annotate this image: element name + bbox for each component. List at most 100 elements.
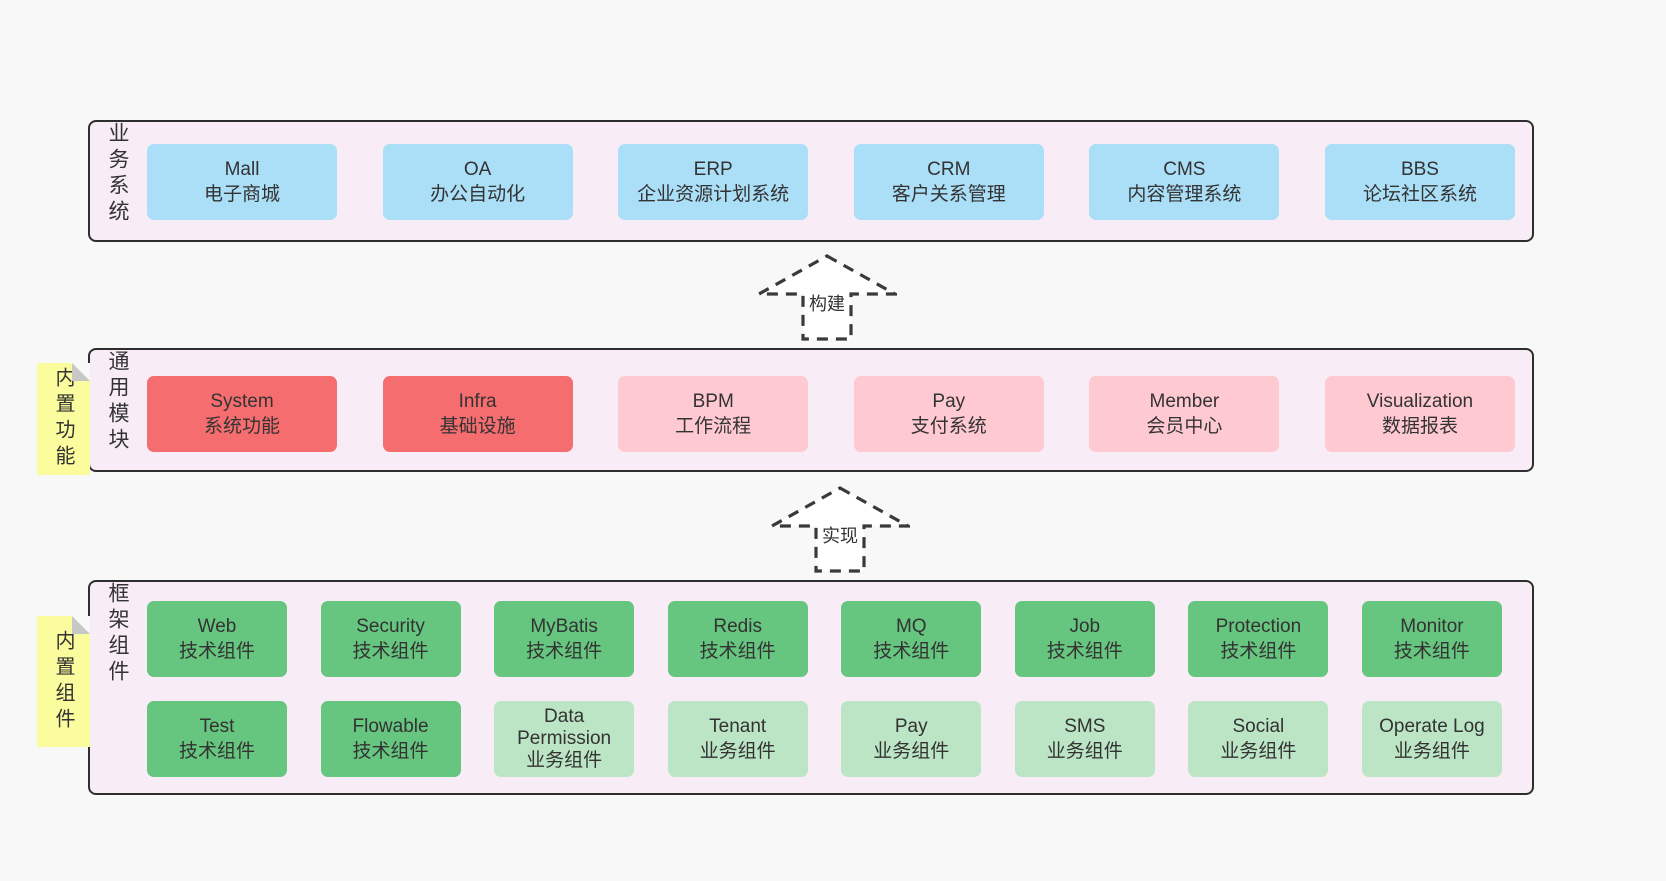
box-tenant-subtitle: 业务组件 — [699, 741, 776, 762]
implement-arrow-label: 实现 — [819, 522, 861, 548]
box-pay-module: Pay 支付系统 — [853, 376, 1044, 452]
box-cms-title: CMS — [1163, 158, 1206, 180]
box-bpm-title: BPM — [692, 390, 734, 412]
box-operate-log: Operate Log 业务组件 — [1361, 701, 1502, 777]
box-mq-title: MQ — [895, 615, 927, 637]
box-crm-title: CRM — [927, 158, 971, 180]
box-redis: Redis 技术组件 — [667, 601, 808, 677]
framework-components-label: 框架组件 — [106, 582, 129, 686]
box-system-title: System — [210, 390, 274, 412]
box-social-subtitle: 业务组件 — [1220, 741, 1297, 762]
builtin-features-tab: 内置功能 — [37, 363, 90, 475]
box-erp: ERP 企业资源计划系统 — [618, 144, 809, 220]
business-systems-panel: 业务系统 Mall 电子商城 OA 办公自动化 ERP 企业资源计划系统 CRM… — [88, 120, 1534, 242]
build-arrow: 构建 — [757, 254, 897, 342]
box-data-permission: Data Permission 业务组件 — [494, 701, 635, 777]
builtin-features-tab-label: 内置功能 — [52, 367, 74, 471]
box-data-permission-subtitle: 业务组件 — [526, 750, 603, 772]
box-tenant-title: Tenant — [709, 715, 767, 737]
box-mybatis: MyBatis 技术组件 — [494, 601, 635, 677]
build-arrow-label: 构建 — [806, 290, 848, 316]
common-modules-label: 通用模块 — [106, 350, 129, 454]
box-test-title: Test — [199, 715, 235, 737]
box-mall: Mall 电子商城 — [147, 144, 337, 220]
box-job-title: Job — [1069, 615, 1101, 637]
box-pay-component-subtitle: 业务组件 — [873, 741, 950, 762]
box-erp-subtitle: 企业资源计划系统 — [637, 184, 790, 205]
business-systems-label: 业务系统 — [106, 122, 129, 226]
common-modules-row: System 系统功能 Infra 基础设施 BPM 工作流程 Pay 支付系统… — [147, 376, 1515, 452]
box-security-subtitle: 技术组件 — [352, 641, 429, 662]
box-mybatis-title: MyBatis — [530, 615, 598, 637]
box-cms-subtitle: 内容管理系统 — [1127, 184, 1242, 205]
box-pay-module-title: Pay — [932, 390, 966, 412]
box-operate-log-subtitle: 业务组件 — [1393, 741, 1470, 762]
box-system: System 系统功能 — [147, 376, 337, 452]
box-pay-component-title: Pay — [894, 715, 928, 737]
box-mybatis-subtitle: 技术组件 — [526, 641, 603, 662]
box-redis-title: Redis — [713, 615, 762, 637]
box-social: Social 业务组件 — [1188, 701, 1329, 777]
box-mq: MQ 技术组件 — [841, 601, 982, 677]
builtin-components-tab-label: 内置组件 — [52, 629, 74, 734]
box-sms-title: SMS — [1064, 715, 1106, 737]
box-job-subtitle: 技术组件 — [1046, 641, 1123, 662]
framework-row-2: Test 技术组件 Flowable 技术组件 Data Permission … — [147, 701, 1502, 777]
box-sms: SMS 业务组件 — [1014, 701, 1155, 777]
box-mall-title: Mall — [224, 158, 260, 180]
box-sms-subtitle: 业务组件 — [1046, 741, 1123, 762]
box-member-title: Member — [1149, 390, 1220, 412]
box-test-subtitle: 技术组件 — [178, 741, 255, 762]
box-redis-subtitle: 技术组件 — [699, 641, 776, 662]
box-operate-log-title: Operate Log — [1379, 715, 1485, 737]
box-protection-title: Protection — [1215, 615, 1302, 637]
box-cms: CMS 内容管理系统 — [1089, 144, 1280, 220]
box-system-subtitle: 系统功能 — [203, 416, 280, 437]
box-security-title: Security — [356, 615, 425, 637]
box-infra-title: Infra — [458, 390, 497, 412]
implement-arrow: 实现 — [770, 486, 910, 574]
box-flowable-title: Flowable — [352, 715, 429, 737]
box-pay-component: Pay 业务组件 — [841, 701, 982, 777]
box-oa: OA 办公自动化 — [382, 144, 573, 220]
box-bpm: BPM 工作流程 — [618, 376, 809, 452]
box-bbs-title: BBS — [1400, 158, 1439, 180]
box-infra: Infra 基础设施 — [382, 376, 573, 452]
box-social-title: Social — [1232, 715, 1285, 737]
business-systems-row: Mall 电子商城 OA 办公自动化 ERP 企业资源计划系统 CRM 客户关系… — [147, 144, 1515, 220]
framework-row-1: Web 技术组件 Security 技术组件 MyBatis 技术组件 Redi… — [147, 601, 1502, 677]
box-pay-module-subtitle: 支付系统 — [910, 416, 987, 437]
box-web: Web 技术组件 — [147, 601, 287, 677]
box-member: Member 会员中心 — [1089, 376, 1280, 452]
box-monitor-title: Monitor — [1400, 615, 1464, 637]
box-oa-title: OA — [463, 158, 492, 180]
box-infra-subtitle: 基础设施 — [439, 416, 516, 437]
box-monitor: Monitor 技术组件 — [1361, 601, 1502, 677]
box-bbs: BBS 论坛社区系统 — [1324, 144, 1515, 220]
box-erp-title: ERP — [693, 158, 733, 180]
box-member-subtitle: 会员中心 — [1146, 416, 1223, 437]
box-mall-subtitle: 电子商城 — [203, 184, 280, 205]
box-data-permission-title: Data Permission — [517, 705, 612, 749]
box-crm: CRM 客户关系管理 — [853, 144, 1044, 220]
box-bbs-subtitle: 论坛社区系统 — [1362, 184, 1477, 205]
builtin-components-tab: 内置组件 — [37, 616, 90, 747]
box-mq-subtitle: 技术组件 — [873, 641, 950, 662]
box-crm-subtitle: 客户关系管理 — [891, 184, 1006, 205]
box-flowable: Flowable 技术组件 — [320, 701, 461, 777]
box-monitor-subtitle: 技术组件 — [1393, 641, 1470, 662]
box-visualization: Visualization 数据报表 — [1324, 376, 1515, 452]
box-visualization-title: Visualization — [1366, 390, 1474, 412]
common-modules-panel: 通用模块 System 系统功能 Infra 基础设施 BPM 工作流程 Pay… — [88, 348, 1534, 472]
box-bpm-subtitle: 工作流程 — [675, 416, 752, 437]
box-protection: Protection 技术组件 — [1188, 601, 1329, 677]
box-security: Security 技术组件 — [320, 601, 461, 677]
framework-components-panel: 框架组件 Web 技术组件 Security 技术组件 MyBatis 技术组件… — [88, 580, 1534, 795]
box-tenant: Tenant 业务组件 — [667, 701, 808, 777]
box-web-subtitle: 技术组件 — [178, 641, 255, 662]
box-web-title: Web — [197, 615, 237, 637]
box-visualization-subtitle: 数据报表 — [1381, 416, 1458, 437]
box-test: Test 技术组件 — [147, 701, 287, 777]
box-flowable-subtitle: 技术组件 — [352, 741, 429, 762]
